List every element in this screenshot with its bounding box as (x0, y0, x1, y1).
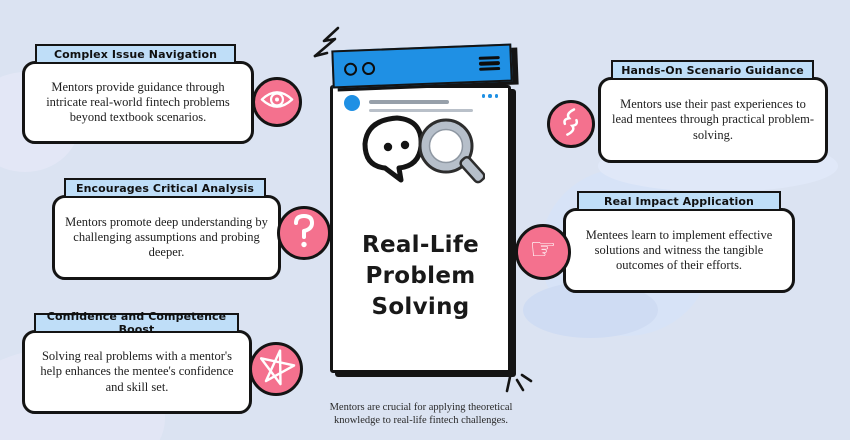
eye-icon (260, 87, 294, 117)
phone-card: Real-Life Problem Solving (330, 85, 511, 373)
emphasis-doodle-icon (505, 373, 533, 393)
callout-body: Mentees learn to implement effective sol… (563, 208, 795, 293)
speech-bubble-magnifier-illustration (362, 115, 485, 184)
phone-title-line: Problem (365, 263, 476, 289)
callout-body: Solving real problems with a mentor's he… (22, 330, 252, 414)
callout-title: Hands-On Scenario Guidance (611, 60, 814, 80)
caption-text: Mentors are crucial for applying theoret… (329, 402, 513, 427)
phone-title-line: Real-Life (361, 232, 480, 258)
icon-badge: ☞ (515, 224, 571, 280)
phone-title-line: Solving (371, 294, 470, 320)
pointing-hand-icon: ☞ (529, 232, 557, 267)
avatar-dot (344, 95, 360, 111)
speech-bubble-icon (362, 115, 424, 183)
placeholder-line (369, 100, 449, 104)
icon-badge (277, 206, 331, 260)
callout-title: Complex Issue Navigation (35, 44, 236, 64)
icon-badge (249, 342, 303, 396)
icon-badge (252, 77, 302, 127)
placeholder-line (369, 109, 473, 112)
window-circle-icon (361, 61, 376, 75)
window-circle-icon (343, 62, 358, 76)
phone-title: Real-Life Problem Solving (333, 230, 508, 323)
callout-body: Mentors promote deep understanding by ch… (52, 195, 281, 280)
spark-icon (554, 105, 589, 144)
callout-body: Mentors provide guidance through intrica… (22, 61, 254, 144)
callout-title: Real Impact Application (577, 191, 781, 211)
callout-title: Encourages Critical Analysis (64, 178, 266, 198)
menu-icon (478, 55, 501, 72)
callout-body: Mentors use their past experiences to le… (598, 77, 828, 163)
zigzag-doodle-icon (313, 26, 340, 58)
callout-title: Confidence and Competence Boost (34, 310, 239, 336)
star-icon (254, 345, 298, 393)
magnifier-icon (418, 118, 485, 184)
question-mark-icon (292, 213, 316, 254)
phone-topbar (331, 43, 513, 89)
icon-badge (547, 100, 595, 148)
ellipsis-icon (481, 94, 498, 98)
